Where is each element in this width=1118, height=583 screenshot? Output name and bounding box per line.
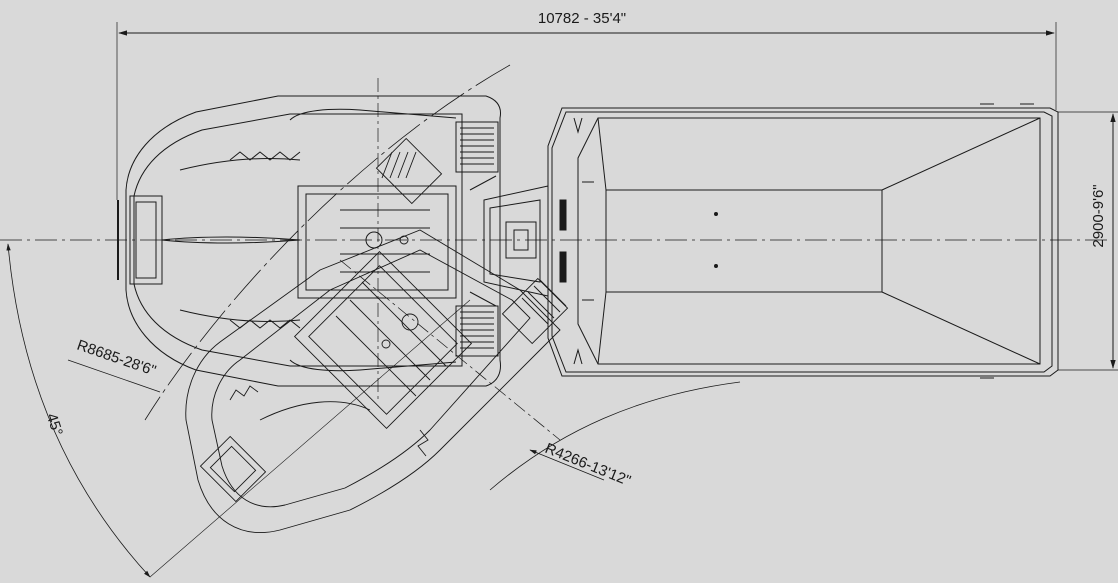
angle-arc: [6, 243, 151, 578]
front-chassis-articulated: [185, 137, 569, 533]
inner-radius-leader: [529, 449, 605, 481]
width-dimension: [1058, 111, 1118, 371]
angle-label: 45°: [43, 411, 66, 438]
inner-radius-arc: [489, 381, 741, 491]
outer-radius-arc: [144, 64, 511, 421]
articulation-hitch: [469, 175, 549, 307]
length-dimension: [116, 22, 1057, 200]
dump-body: [547, 103, 1059, 379]
width-label: 2900-9'6": [1090, 184, 1107, 247]
inner-radius-label: R4266-13'12": [543, 440, 634, 490]
outer-radius-label: R8685-28'6": [75, 337, 158, 380]
length-label: 10782 - 35'4": [538, 10, 626, 27]
